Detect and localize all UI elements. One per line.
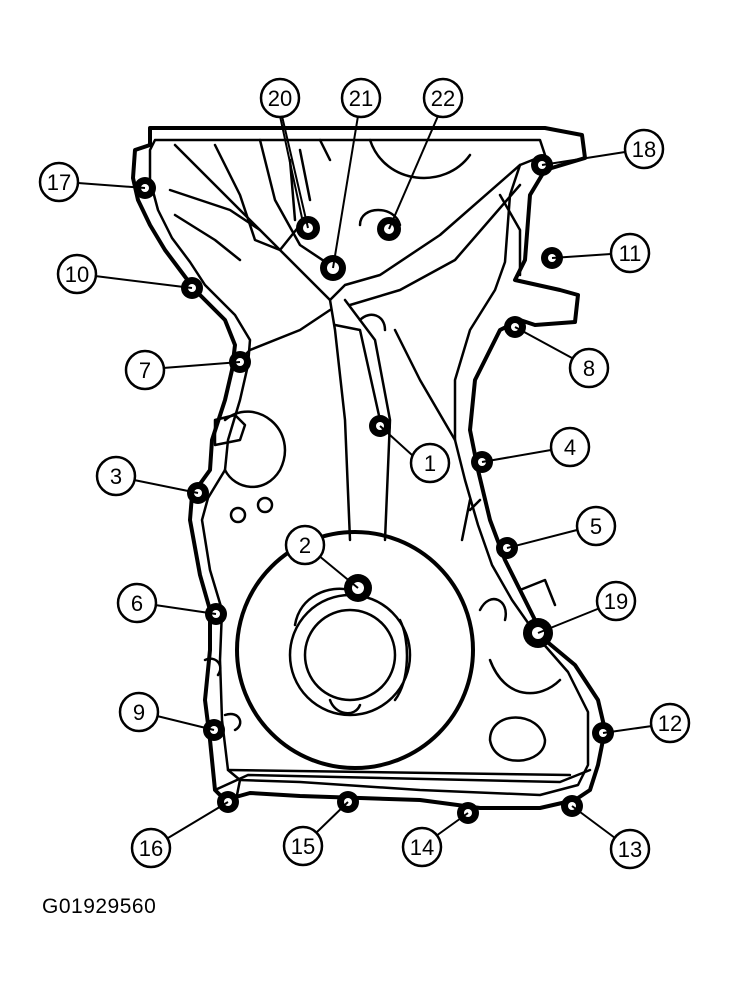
callout-circle-12 xyxy=(649,702,691,744)
callout-6: 6 xyxy=(131,591,143,616)
callout-2: 2 xyxy=(299,533,311,558)
callout-5: 5 xyxy=(590,514,602,539)
callout-circle-10 xyxy=(56,253,98,295)
callout-circle-9 xyxy=(118,691,160,733)
callout-circle-2 xyxy=(284,524,326,566)
callout-3: 3 xyxy=(110,464,122,489)
callout-8: 8 xyxy=(583,356,595,381)
callout-16: 16 xyxy=(139,836,163,861)
callout-circle-11 xyxy=(609,232,651,274)
figure-id: G01929560 xyxy=(42,895,157,918)
callout-circle-3 xyxy=(95,455,137,497)
callout-4: 4 xyxy=(564,435,576,460)
callout-21: 21 xyxy=(349,86,373,111)
callout-circle-15 xyxy=(282,825,324,867)
callout-labels: 1 2 3 4 5 6 7 8 9 10 xyxy=(38,77,691,870)
callout-circle-22 xyxy=(422,77,464,119)
callout-circle-7 xyxy=(124,349,166,391)
cover-ribs xyxy=(168,138,562,762)
callout-12: 12 xyxy=(658,711,682,736)
crank-seal-housing xyxy=(235,530,475,770)
callout-circle-4 xyxy=(549,426,591,468)
callout-circle-20 xyxy=(259,77,301,119)
callout-15: 15 xyxy=(291,834,315,859)
callout-22: 22 xyxy=(431,86,455,111)
callout-circle-14 xyxy=(401,826,443,868)
callout-circle-17 xyxy=(38,161,80,203)
callout-circle-1 xyxy=(409,442,451,484)
callout-circle-19 xyxy=(595,580,637,622)
callout-7: 7 xyxy=(139,358,151,383)
callout-circle-8 xyxy=(568,347,610,389)
callout-14: 14 xyxy=(410,835,434,860)
callout-10: 10 xyxy=(65,262,89,287)
callout-19: 19 xyxy=(604,589,628,614)
callout-18: 18 xyxy=(632,137,656,162)
callout-circle-16 xyxy=(130,827,172,869)
callout-circle-18 xyxy=(623,128,665,170)
callout-circle-13 xyxy=(609,828,651,870)
callout-11: 11 xyxy=(619,241,642,266)
callout-1: 1 xyxy=(424,451,436,476)
callout-9: 9 xyxy=(133,700,145,725)
callout-20: 20 xyxy=(268,86,292,111)
callout-circle-5 xyxy=(575,505,617,547)
callout-13: 13 xyxy=(618,837,642,862)
callout-circle-21 xyxy=(340,77,382,119)
callout-circle-6 xyxy=(116,582,158,624)
cover-outline xyxy=(131,126,607,810)
bolt-markers xyxy=(134,154,614,824)
callout-17: 17 xyxy=(47,170,71,195)
